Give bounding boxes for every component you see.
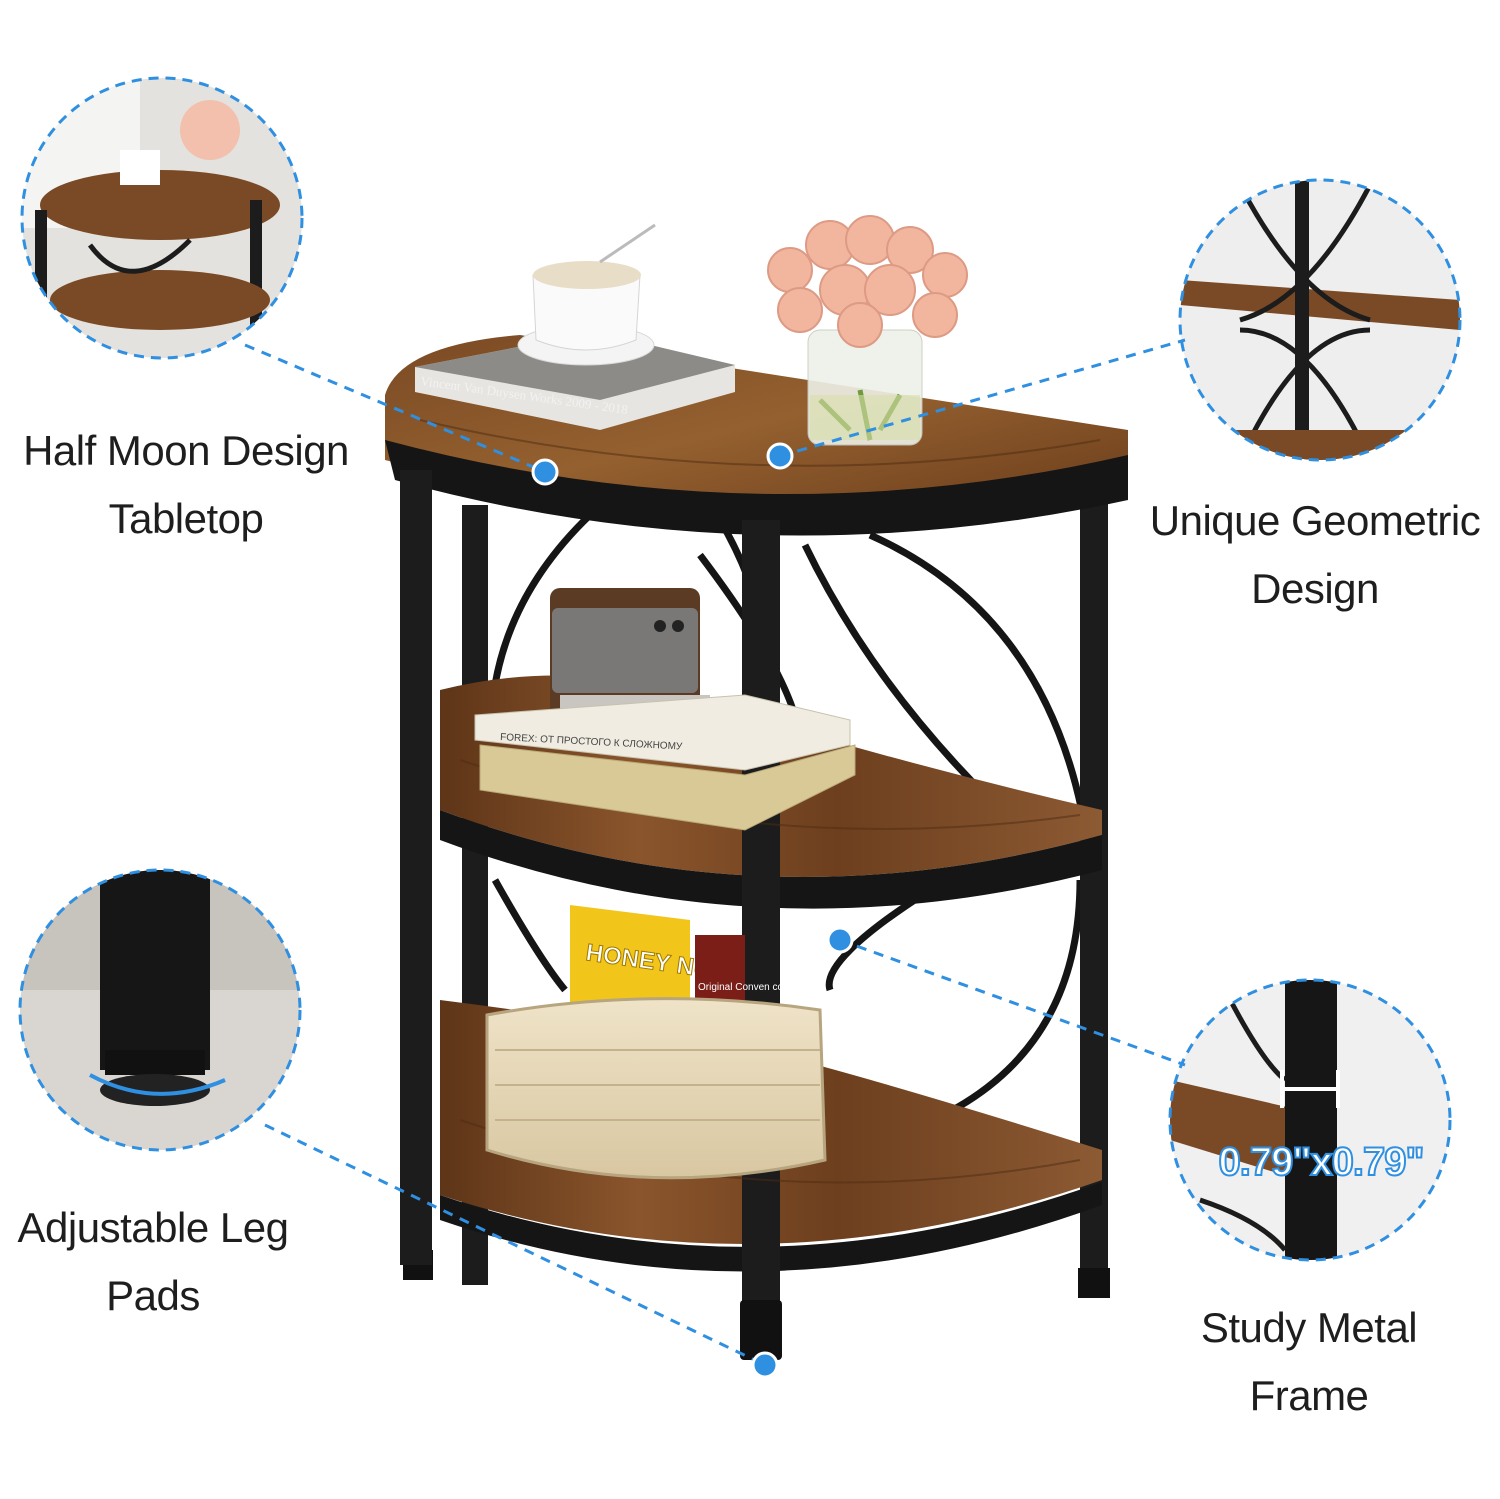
detail-tabletop-zoom <box>20 76 304 360</box>
feature-label-line: Unique Geometric <box>1149 497 1481 544</box>
detail-frame-zoom <box>1168 978 1452 1262</box>
decor-props: Vincent Van Duysen Works 2009 - 2018 FOR… <box>415 215 968 1180</box>
callout-lines <box>244 338 1186 1367</box>
feature-label-line: Study Metal <box>1200 1304 1418 1351</box>
callout-line-geometric <box>779 338 1186 458</box>
feature-label-metal-frame: Study Metal Frame <box>1150 1294 1468 1430</box>
detail-geometric-zoom <box>1178 178 1462 462</box>
callout-line-tabletop <box>244 343 546 474</box>
callout-line-frame <box>839 938 1186 1067</box>
detail-leg-pad-zoom <box>18 868 302 1152</box>
callout-dot-icon <box>826 926 854 954</box>
feature-label-leg-pads: Adjustable Leg Pads <box>0 1194 306 1330</box>
callout-dot-icon <box>531 458 559 486</box>
callout-line-legpad <box>264 1123 766 1367</box>
feature-label-geometric: Unique Geometric Design <box>1130 487 1500 623</box>
callout-dot-icon <box>751 1351 779 1379</box>
feature-label-line: Design <box>1251 565 1379 612</box>
callout-dot-icon <box>766 442 794 470</box>
feature-label-line: Pads <box>106 1272 200 1319</box>
coffee-box-text: Original Conven coffee <box>698 982 800 993</box>
feature-label-line: Tabletop <box>108 495 264 542</box>
feature-label-line: Frame <box>1249 1372 1369 1419</box>
half-moon-table <box>385 335 1128 1360</box>
feature-label-line: Half Moon Design <box>23 427 349 474</box>
feature-label-line: Adjustable Leg <box>17 1204 289 1251</box>
frame-dimension-label: 0.79"x0.79" <box>1218 1139 1426 1185</box>
feature-label-half-moon: Half Moon Design Tabletop <box>0 417 372 553</box>
